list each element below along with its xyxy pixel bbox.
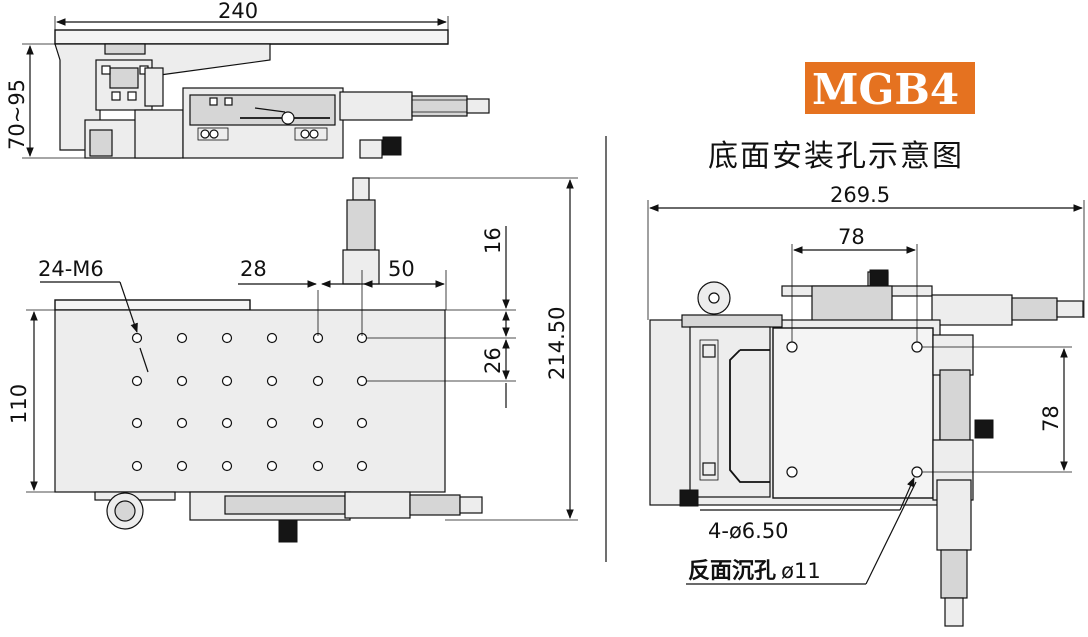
mounting-hole — [176, 375, 188, 387]
counterbore-note: 反面沉孔 ø11 — [688, 559, 821, 584]
top-view: 24-M6 28 50 16 26 214.50 110 — [7, 177, 578, 543]
mounting-hole — [221, 417, 233, 429]
mounting-hole — [312, 460, 324, 472]
dim-28: 28 — [240, 257, 267, 281]
mounting-hole — [266, 375, 278, 387]
mounting-hole — [176, 332, 188, 344]
mounting-hole — [131, 332, 143, 344]
dim-269-5: 269.5 — [830, 183, 890, 207]
mounting-hole — [176, 417, 188, 429]
mounting-hole — [221, 332, 233, 344]
section-title: 底面安装孔示意图 — [708, 139, 964, 174]
side-view: 240 70~95 — [5, 0, 490, 159]
dim-16: 16 — [481, 227, 505, 254]
dim-240: 240 — [218, 0, 258, 23]
mounting-hole — [131, 417, 143, 429]
dim-110: 110 — [7, 384, 31, 424]
mounting-hole — [221, 375, 233, 387]
mounting-hole — [356, 460, 368, 472]
counterbore-value: ø11 — [781, 559, 821, 583]
dim-78-vertical: 78 — [1039, 405, 1063, 432]
mounting-hole — [312, 375, 324, 387]
mounting-hole — [266, 417, 278, 429]
dim-70-95: 70~95 — [5, 79, 29, 150]
dim-50: 50 — [388, 257, 415, 281]
dim-214-50: 214.50 — [545, 307, 569, 380]
dim-26: 26 — [481, 347, 505, 374]
mounting-hole — [266, 460, 278, 472]
mounting-hole — [356, 375, 368, 387]
model-badge: MGB4 — [805, 62, 975, 114]
mounting-hole — [176, 460, 188, 472]
mounting-hole — [131, 460, 143, 472]
mounting-hole — [266, 332, 278, 344]
note-24-m6: 24-M6 — [38, 257, 104, 281]
counterbore-label: 反面沉孔 — [688, 559, 776, 584]
mounting-hole — [356, 417, 368, 429]
badge-text: MGB4 — [812, 65, 959, 114]
dim-78-horizontal: 78 — [838, 225, 865, 249]
mounting-hole — [312, 417, 324, 429]
mounting-hole — [131, 375, 143, 387]
note-4-holes: 4-ø6.50 — [708, 519, 789, 543]
mounting-hole — [221, 460, 233, 472]
bottom-view: 269.5 78 78 4-ø6.50 反面沉孔 ø11 — [647, 183, 1085, 627]
